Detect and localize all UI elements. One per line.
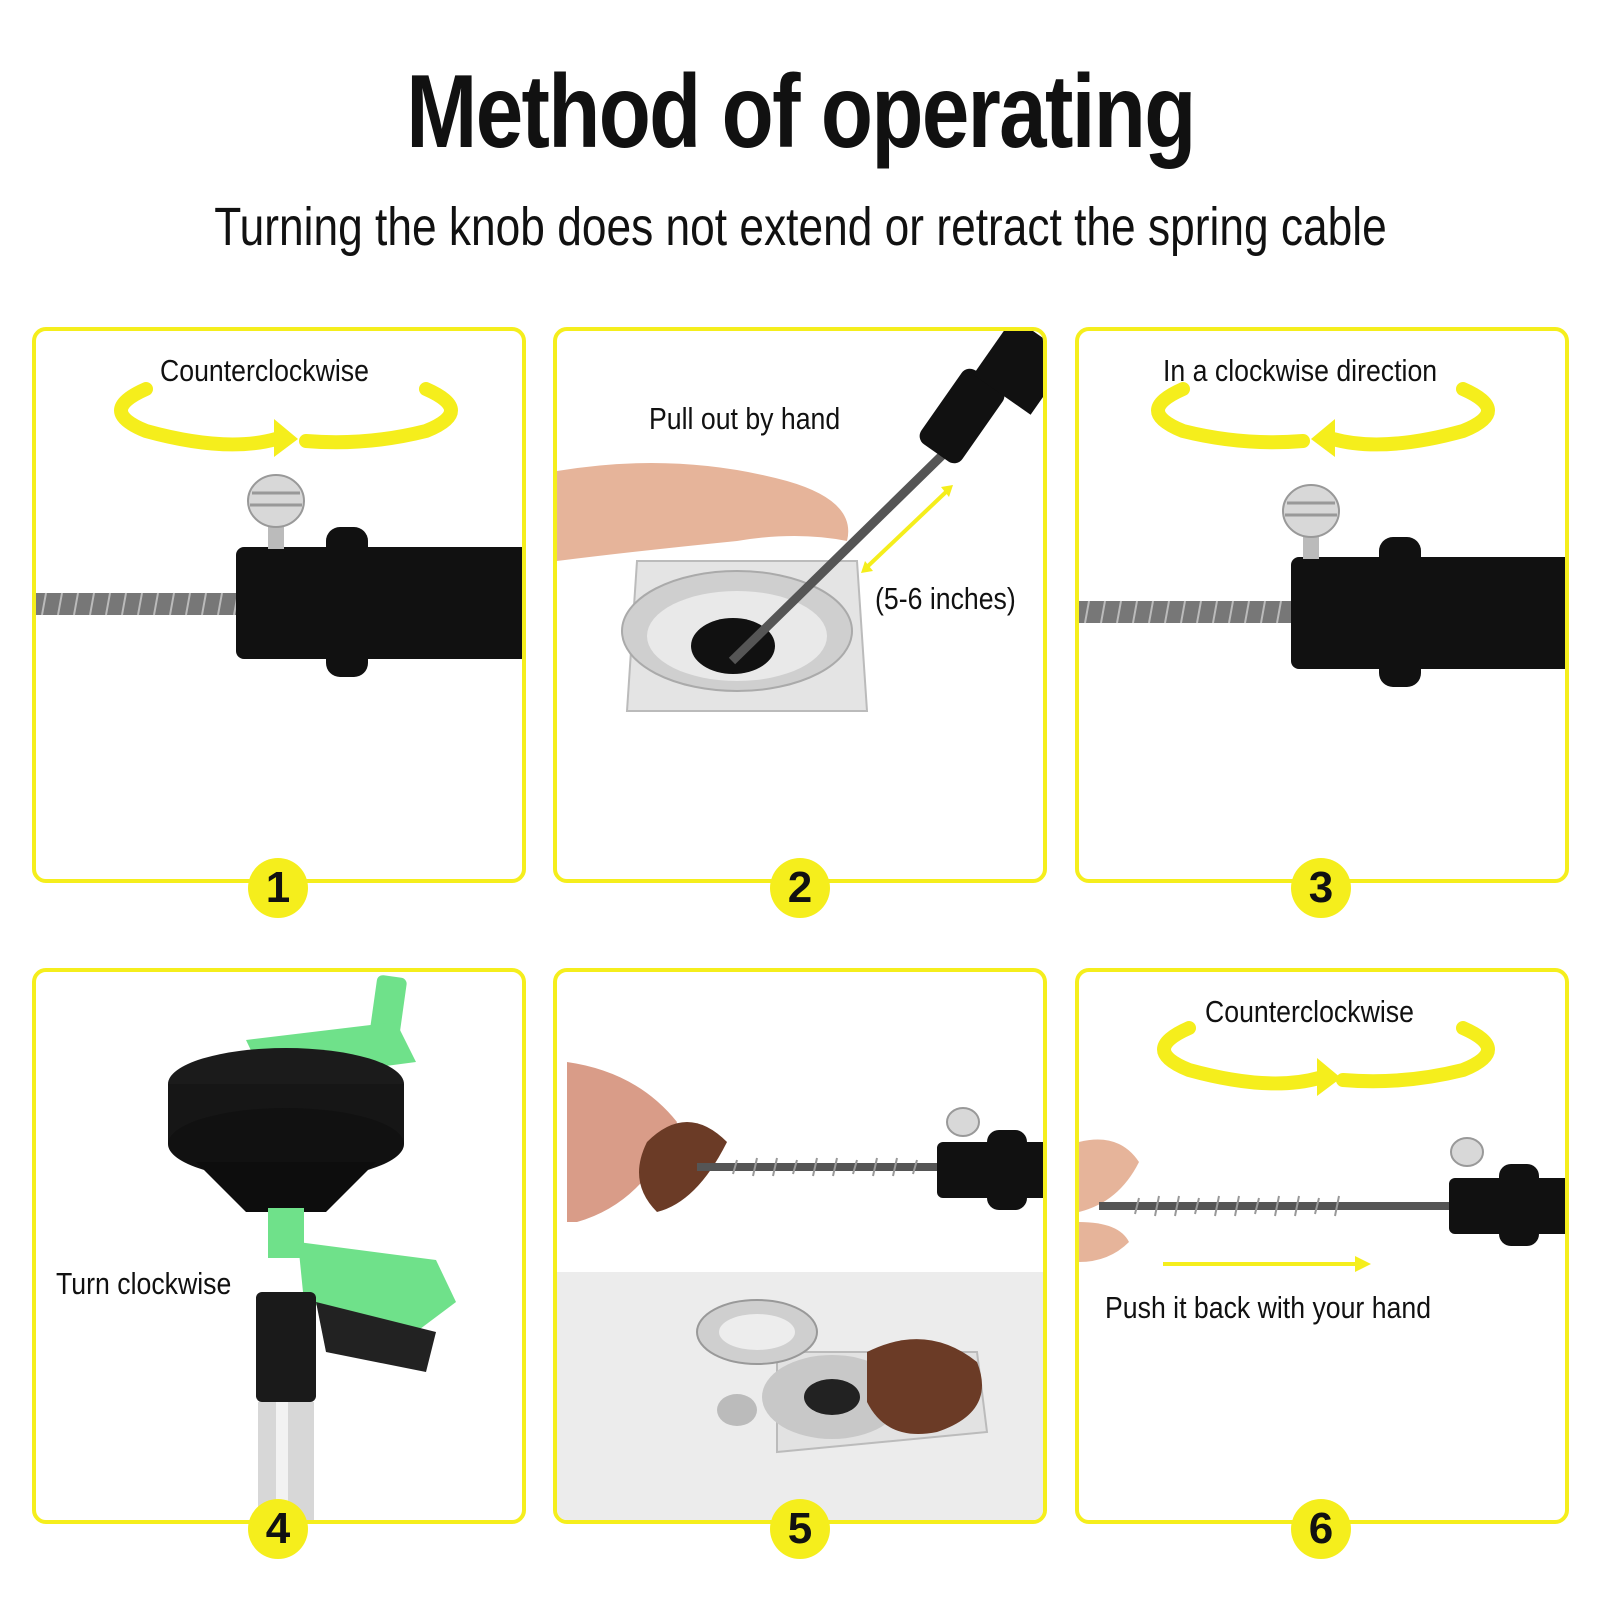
step-3-badge: 3 <box>1291 858 1351 918</box>
thumb-screw-icon <box>247 474 305 528</box>
step-2-illustration <box>557 331 1043 712</box>
step-1-panel: Counterclockwise <box>32 327 526 883</box>
handle-body <box>1291 557 1401 669</box>
step-6-badge: 6 <box>1291 1499 1351 1559</box>
step-4-panel: Turn clockwise <box>32 968 526 1524</box>
drain-hole <box>804 1379 860 1415</box>
hair-clump <box>867 1339 982 1434</box>
thumb-screw-icon <box>1450 1137 1484 1167</box>
thumb-screw-icon <box>946 1107 980 1137</box>
rotation-arrow-icon <box>1326 382 1495 452</box>
step-1-caption: Counterclockwise <box>160 353 369 388</box>
hand-image <box>567 1062 677 1222</box>
step-5-illustration <box>557 1062 1043 1520</box>
step-2-panel: Pull out by hand (5-6 inches) <box>553 327 1047 883</box>
spring-cable <box>728 427 971 665</box>
handle-body <box>236 547 346 659</box>
drain-hole <box>691 618 775 674</box>
step-5-badge: 5 <box>770 1499 830 1559</box>
step-4-caption: Turn clockwise <box>56 1266 232 1301</box>
step-4-badge: 4 <box>248 1499 308 1559</box>
hair-clump <box>639 1122 727 1212</box>
step-2-badge: 2 <box>770 858 830 918</box>
step-6-illustration <box>1079 1021 1565 1272</box>
step-1-badge: 1 <box>248 858 308 918</box>
step-5-panel <box>553 968 1047 1524</box>
rotation-arrow-icon <box>114 382 283 452</box>
step-6-note: Push it back with your hand <box>1105 1290 1432 1325</box>
step-4-illustration <box>168 975 456 1520</box>
trigger-icon <box>316 1302 436 1372</box>
thumb-screw-icon <box>1282 484 1340 538</box>
hand-image <box>557 463 849 561</box>
step-2-measure: (5-6 inches) <box>875 581 1016 616</box>
step-1-illustration <box>36 382 522 677</box>
rotation-arrow-icon <box>1157 1021 1326 1091</box>
step-2-caption: Pull out by hand <box>649 401 841 436</box>
step-3-caption: In a clockwise direction <box>1163 353 1438 388</box>
page-title: Method of operating <box>406 54 1196 170</box>
step-3-panel: In a clockwise direction <box>1075 327 1569 883</box>
hand-image <box>1079 1139 1139 1212</box>
page-subtitle: Turning the knob does not extend or retr… <box>214 197 1387 257</box>
spring-cable <box>1079 601 1301 623</box>
step-3-illustration <box>1079 382 1565 687</box>
step-6-caption: Counterclockwise <box>1205 994 1414 1029</box>
measure-arrow-icon <box>865 489 949 569</box>
step-6-panel: Counterclockwise Push it back with your … <box>1075 968 1569 1524</box>
